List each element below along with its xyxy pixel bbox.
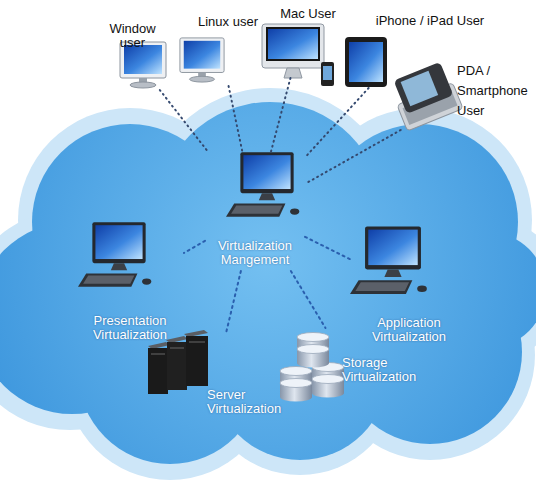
cloud-fill <box>60 200 480 400</box>
pda-body <box>394 62 454 114</box>
server-top <box>184 330 208 337</box>
node-label: Storage Virtualization <box>342 356 420 384</box>
cloud <box>0 88 536 480</box>
linux-monitor <box>180 38 224 82</box>
server-slot <box>189 342 205 343</box>
user-device: PDA / Smartphone User <box>393 60 533 130</box>
application-computer <box>350 226 427 294</box>
ipad-body <box>345 37 387 87</box>
pda <box>388 60 463 131</box>
node-label: PDA / Smartphone User <box>457 61 533 121</box>
user-device: Window user <box>95 20 170 90</box>
node-label: Window user <box>95 22 170 50</box>
connectors <box>160 78 401 332</box>
ipad <box>345 37 387 87</box>
phone-screen <box>323 66 332 80</box>
user-device: Mac User <box>260 6 340 78</box>
server-slot <box>170 348 184 349</box>
node-label: Application Virtualization <box>362 316 456 344</box>
management-computer <box>226 152 299 217</box>
virtualization-node: Application Virtualization <box>352 226 456 346</box>
dotted-connector <box>229 86 243 153</box>
dotted-connector <box>305 237 352 260</box>
imac-bezel <box>266 27 320 61</box>
storage <box>280 333 344 402</box>
cloud-body <box>0 102 536 464</box>
dotted-connector <box>305 88 369 157</box>
imac-body <box>262 24 324 68</box>
imac-stand <box>284 68 302 78</box>
imac-screen <box>268 29 318 59</box>
dotted-connector <box>305 130 401 184</box>
presentation-computer <box>78 222 151 287</box>
pda-screen <box>401 71 439 106</box>
virtualization-node: Storage Virtualization <box>276 328 420 402</box>
server-slot <box>151 354 165 355</box>
node-label: Presentation Virtualization <box>76 314 184 342</box>
management-node: Virtualization Mangement <box>205 153 305 271</box>
storage-disk <box>280 379 312 402</box>
phone-body <box>321 62 334 86</box>
dotted-connector <box>160 90 209 153</box>
dotted-connector <box>184 241 205 253</box>
server-top <box>166 336 188 343</box>
dotted-connector <box>291 271 326 328</box>
server-tower <box>148 348 168 394</box>
server-top <box>148 342 170 349</box>
phone <box>321 62 334 86</box>
server-tower <box>167 342 187 390</box>
cloud-halo <box>0 88 536 480</box>
storage-disk <box>312 375 344 398</box>
dotted-connector <box>226 271 241 332</box>
node-label: Server Virtualization <box>207 388 287 416</box>
node-label: iPhone / iPad User <box>372 14 488 28</box>
user-device: Linux user <box>178 14 264 86</box>
node-label: Linux user <box>192 15 264 29</box>
imac <box>262 24 324 78</box>
dotted-connector <box>271 78 291 153</box>
virtualization-node: Presentation Virtualization <box>76 222 184 346</box>
node-label: Virtualization Mangement <box>205 239 305 267</box>
storage-disk <box>297 345 329 368</box>
ipad-screen <box>349 42 383 82</box>
virtualization-node: Server Virtualization <box>145 332 287 418</box>
server-tower <box>186 336 208 386</box>
node-label: Mac User <box>276 7 340 21</box>
